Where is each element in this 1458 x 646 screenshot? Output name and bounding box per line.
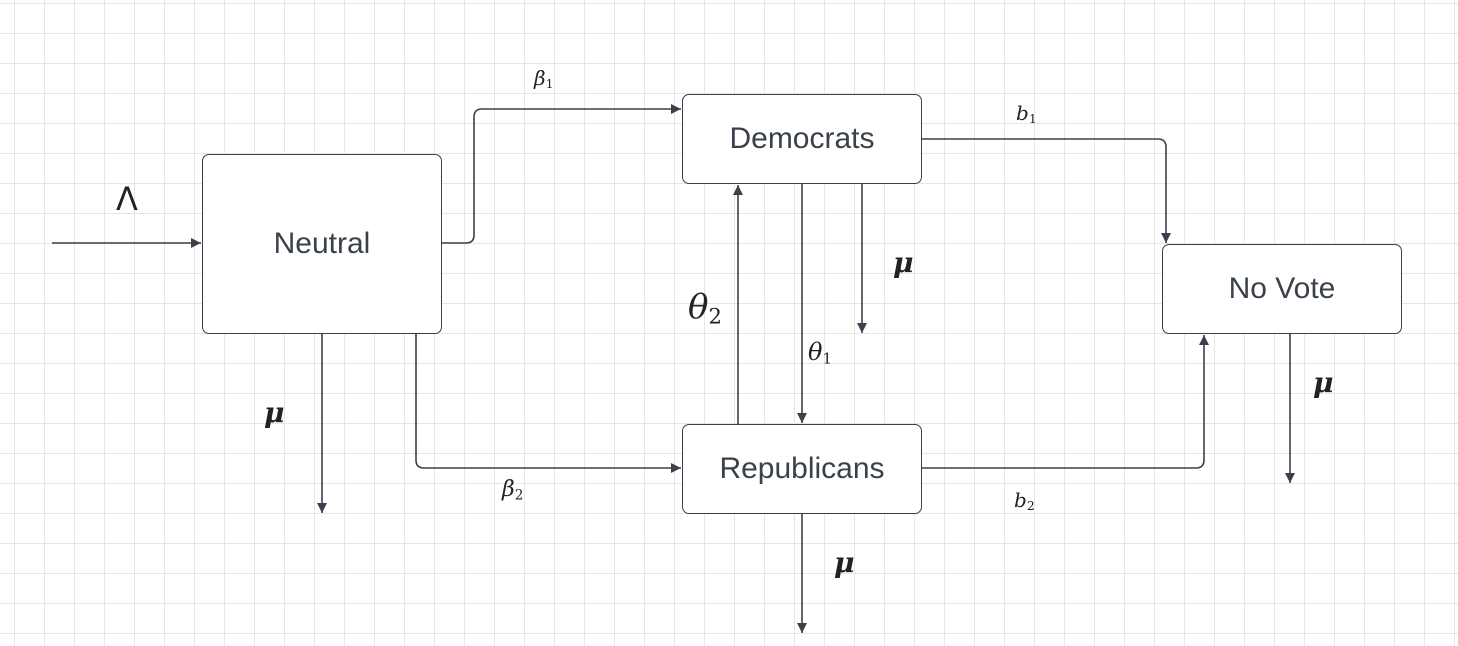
node-neutral: Neutral: [202, 154, 442, 334]
label-theta1: θ1: [808, 338, 832, 368]
arrow-democrats-to-novote: [922, 138, 1171, 243]
label-b1: b1: [1016, 101, 1037, 127]
node-neutral-label: Neutral: [273, 227, 371, 260]
node-democrats-label: Democrats: [729, 122, 875, 155]
node-no-vote: No Vote: [1162, 244, 1402, 334]
label-b2: b2: [1014, 488, 1035, 514]
arrow-neutral-to-republicans: [415, 334, 681, 473]
label-lambda: Λ: [116, 180, 138, 218]
node-republicans: Republicans: [682, 424, 922, 514]
node-republicans-label: Republicans: [719, 452, 885, 485]
node-no-vote-label: No Vote: [1228, 272, 1336, 305]
arrow-neutral-to-democrats: [442, 104, 681, 244]
label-mu-republicans: μ: [834, 546, 855, 579]
label-beta1: β1: [534, 66, 554, 92]
label-mu-neutral: μ: [264, 396, 285, 429]
label-mu-democrats: μ: [893, 246, 914, 279]
label-theta2: θ2: [688, 287, 722, 329]
label-mu-no-vote: μ: [1313, 366, 1334, 399]
arrow-republicans-to-novote: [922, 335, 1209, 469]
label-beta2: β2: [502, 477, 524, 504]
node-democrats: Democrats: [682, 94, 922, 184]
